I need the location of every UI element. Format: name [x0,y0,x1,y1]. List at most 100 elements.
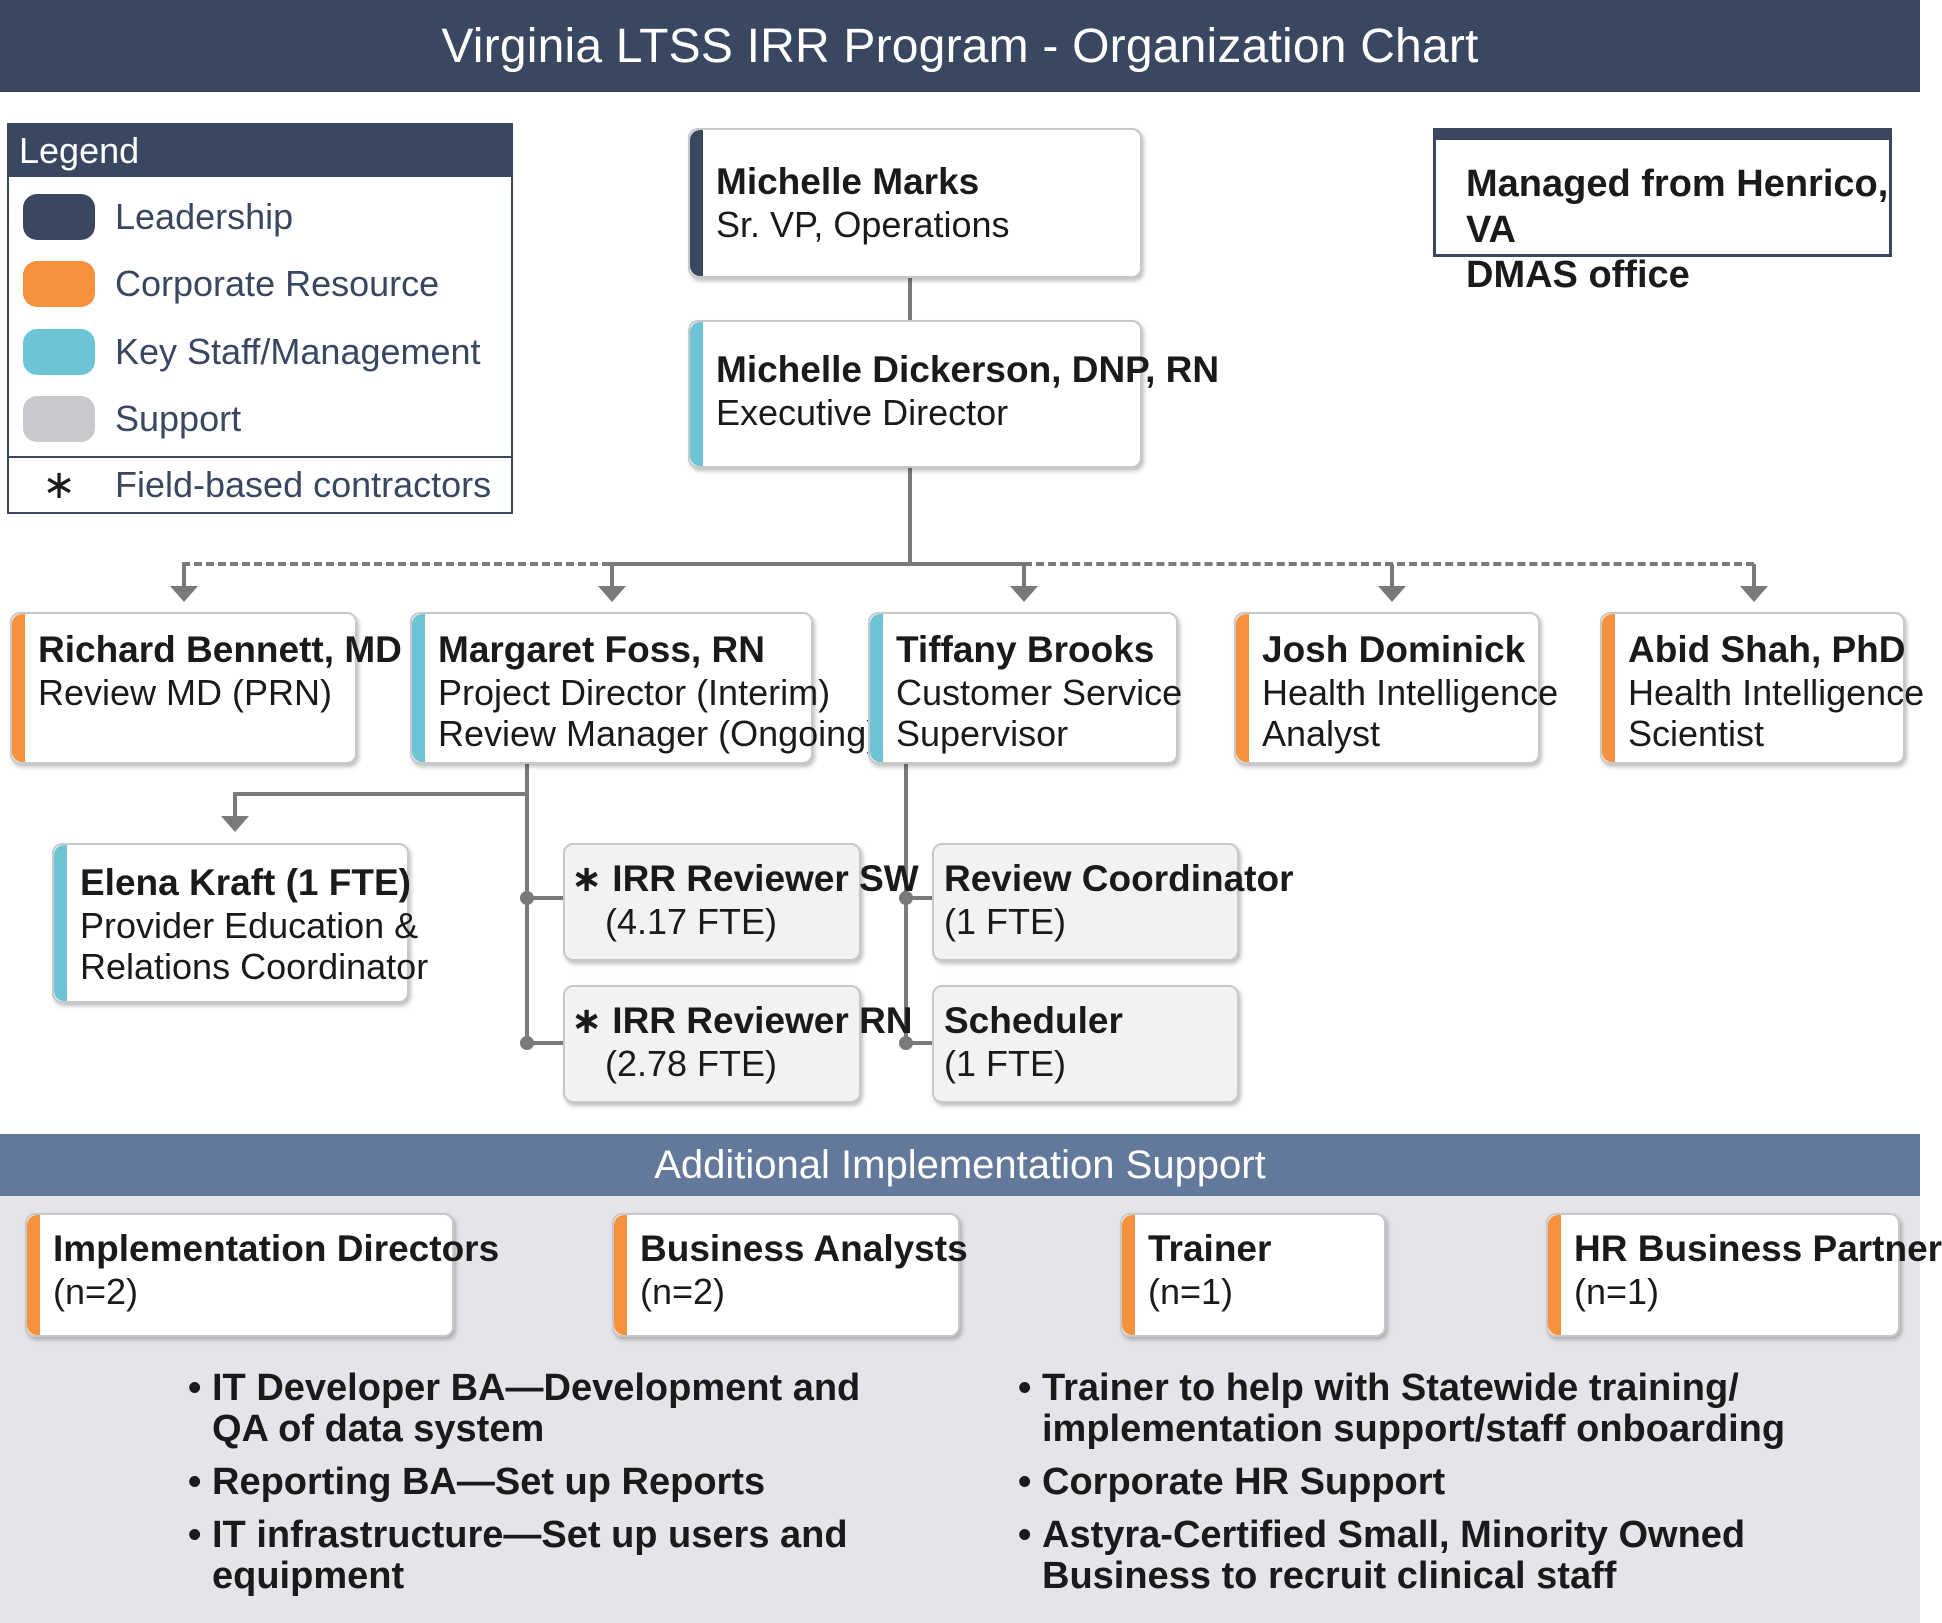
corporate-resource-accent [1236,614,1249,762]
legend-label: Key Staff/Management [115,331,481,372]
node-role: (2.78 FTE) [605,1042,778,1084]
node-abid-shah: Abid Shah, PhD Health Intelligence Scien… [1600,612,1925,764]
bullet-item: IT infrastructure—Set up users and equip… [188,1515,908,1597]
bullet-line: Business to recruit clinical staff [1042,1555,1617,1598]
connector-line [908,468,912,566]
support-box-name: Trainer [1148,1228,1272,1269]
legend-item-key-staff: Key Staff/Management [9,320,511,384]
legend-item-corporate-resource: Corporate Resource [9,252,511,316]
node-name-text: IRR Reviewer RN [612,1000,913,1041]
key-staff-swatch [23,329,95,375]
arrow-down-icon [598,586,626,602]
legend-item-support: Support [9,387,511,451]
connector-line [610,564,614,586]
connector-line [906,1041,942,1045]
node-name: Abid Shah, PhD [1628,629,1906,670]
node-scheduler: Scheduler (1 FTE) [932,985,1239,1103]
leadership-swatch [23,194,95,240]
bullet-line: Astyra-Certified Small, Minority Owned [1042,1514,1746,1557]
support-box-name: HR Business Partner [1574,1228,1942,1269]
node-name: ∗ IRR Reviewer SW [571,857,919,901]
key-staff-accent [870,614,883,762]
node-role: Review Manager (Ongoing) [438,713,879,755]
support-box-count: (n=1) [1574,1270,1660,1312]
node-name: Michelle Marks [716,161,980,202]
arrow-down-icon [1740,586,1768,602]
corporate-resource-swatch [23,261,95,307]
node-role: Scientist [1628,713,1765,755]
support-swatch [23,396,95,442]
corporate-resource-accent [1602,614,1615,762]
node-role: (1 FTE) [944,1042,1066,1084]
asterisk-icon: ∗ [571,858,603,899]
bullet-item: Astyra-Certified Small, Minority Owned B… [1018,1515,1838,1597]
legend: Legend Leadership Corporate Resource Key… [7,123,513,514]
corporate-resource-accent [614,1215,627,1335]
support-box-count: (n=1) [1148,1270,1234,1312]
corporate-resource-accent [12,614,25,762]
node-name: Scheduler [944,1000,1123,1041]
legend-title: Legend [9,125,511,177]
support-box-business-analysts: Business Analysts (n=2) [612,1213,968,1337]
bullet-item: Corporate HR Support [1018,1461,1838,1504]
bullet-line: QA of data system [212,1408,545,1451]
node-role: Executive Director [716,391,1009,433]
legend-label: Corporate Resource [115,263,440,304]
legend-item-leadership: Leadership [9,185,511,249]
node-josh-dominick: Josh Dominick Health Intelligence Analys… [1234,612,1559,764]
bullet-line: IT Developer BA—Development and [212,1367,861,1409]
arrow-down-icon [170,586,198,602]
bullet-line: Corporate HR Support [1042,1461,1446,1504]
node-name: Tiffany Brooks [896,629,1155,670]
corporate-resource-accent [1122,1215,1135,1335]
node-role: Supervisor [896,713,1069,755]
node-michelle-marks: Michelle Marks Sr. VP, Operations [688,128,1142,278]
page-title: Virginia LTSS IRR Program - Organization… [0,0,1920,92]
support-box-count: (n=2) [53,1270,139,1312]
left-bullet-list: IT Developer BA—Development and QA of da… [188,1367,908,1609]
legend-item-contractors: ∗ Field-based contractors [9,456,511,514]
leadership-accent [690,130,703,276]
connector-line [233,794,237,816]
asterisk-icon: ∗ [42,463,76,507]
connector-line [610,562,1024,566]
legend-divider [9,456,511,458]
node-elena-kraft: Elena Kraft (1 FTE) Provider Education &… [52,843,429,1003]
asterisk-icon: ∗ [571,1000,603,1041]
node-name: Josh Dominick [1262,629,1526,670]
node-role: Sr. VP, Operations [716,203,1010,245]
arrow-down-icon [221,816,249,832]
corporate-resource-accent [27,1215,40,1335]
node-role: Health Intelligence [1262,671,1559,713]
node-irr-reviewer-rn: ∗ IRR Reviewer RN (2.78 FTE) [563,985,913,1103]
node-role: Provider Education & [80,904,419,946]
node-name: Review Coordinator [944,858,1294,899]
corporate-resource-accent [1548,1215,1561,1335]
bullet-line: IT infrastructure—Set up users and equip… [212,1514,848,1598]
node-michelle-dickerson: Michelle Dickerson, DNP, RN Executive Di… [688,320,1220,468]
node-role: Project Director (Interim) [438,671,831,713]
connector-line [233,792,529,796]
node-role: Relations Coordinator [80,946,429,988]
node-role: Review MD (PRN) [38,671,333,713]
connector-dot [899,1036,913,1050]
bullet-line: implementation support/staff onboarding [1042,1408,1786,1451]
node-name: Margaret Foss, RN [438,629,765,670]
key-staff-accent [412,614,425,762]
dashed-connector [182,562,610,566]
node-role: (1 FTE) [944,900,1066,942]
managed-note-line: Managed from Henrico, VA [1466,163,1889,251]
key-staff-accent [54,845,67,1001]
node-name: Elena Kraft (1 FTE) [80,862,411,903]
node-name: Michelle Dickerson, DNP, RN [716,349,1220,390]
support-box-hr-business-partner: HR Business Partner (n=1) [1546,1213,1942,1337]
support-section-title: Additional Implementation Support [0,1134,1920,1196]
node-name: ∗ IRR Reviewer RN [571,999,913,1043]
node-role: Health Intelligence [1628,671,1925,713]
dashed-connector [1024,562,1754,566]
node-richard-bennett: Richard Bennett, MD Review MD (PRN) [10,612,402,764]
arrow-down-icon [1010,586,1038,602]
node-name: Richard Bennett, MD [38,629,402,670]
connector-dot [899,891,913,905]
node-review-coordinator: Review Coordinator (1 FTE) [932,843,1294,961]
